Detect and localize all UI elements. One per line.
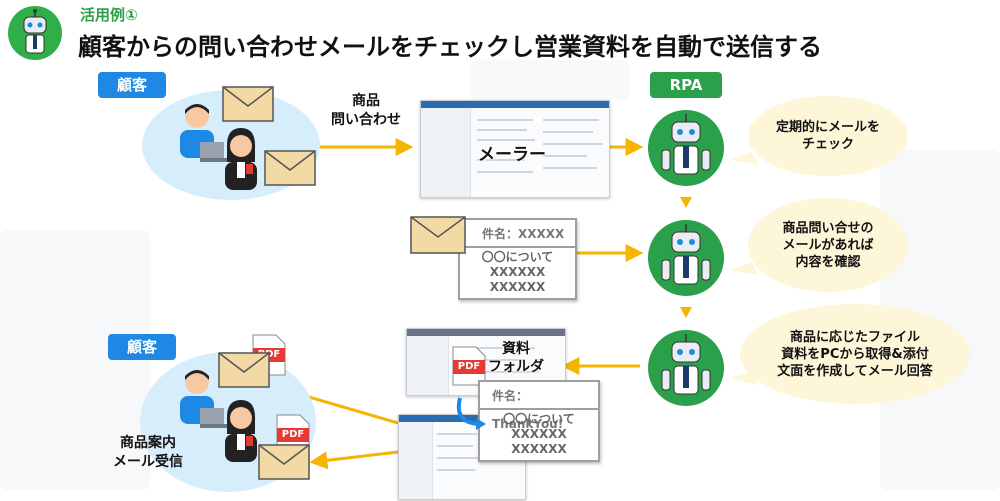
pdf-file-icon: PDF [452, 346, 486, 386]
person-woman-icon [216, 398, 266, 464]
customer-tag-bottom: 顧客 [108, 334, 176, 360]
laptop-icon [200, 142, 228, 162]
attach-arrow-icon [456, 397, 486, 430]
inquiry-mail-card: 件名：XXXXX 〇〇について XXXXXX XXXXXX [458, 218, 577, 300]
reply-mail-subject: 件名：ThankYou! [480, 382, 598, 431]
envelope-icon [218, 352, 270, 388]
background-panel-center [470, 60, 630, 100]
arrow-mailer-to-customer-2 [309, 450, 399, 470]
robot-icon [648, 220, 724, 296]
envelope-icon [264, 150, 316, 186]
page-subtitle: 活用例① [80, 6, 138, 24]
envelope-icon [410, 216, 466, 254]
rpa-tag: RPA [650, 72, 722, 98]
rpa-step-bubble-1: 定期的にメールを チェック [748, 96, 908, 176]
laptop-icon [200, 408, 228, 428]
arrow-down-1 [680, 197, 692, 208]
envelope-icon [222, 86, 274, 122]
reply-mail-line: 〇〇について [503, 412, 575, 426]
reply-mail-line: XXXXXX [511, 442, 567, 456]
mailer-window [420, 100, 610, 198]
rpa-step-bubble-3: 商品に応じたファイル 資料をPCから取得&添付 文面を作成してメール回答 [740, 304, 970, 404]
inquiry-mail-line: 〇〇について [481, 250, 554, 264]
customer-tag-top: 顧客 [98, 72, 166, 98]
robot-logo-icon [8, 6, 62, 60]
customer-receive-caption: 商品案内 メール受信 [113, 435, 183, 470]
inquiry-mail-line: XXXXXX [489, 265, 546, 279]
mailer-label: メーラー [478, 145, 546, 165]
page-title: 顧客からの問い合わせメールをチェックし営業資料を自動で送信する [78, 33, 822, 61]
envelope-icon [258, 444, 310, 480]
inquiry-arrow-label: 商品 問い合わせ [331, 93, 401, 128]
arrow-down-2 [680, 307, 692, 318]
inquiry-mail-line: XXXXXX [489, 280, 546, 294]
person-man-icon [172, 100, 222, 160]
inquiry-mail-subject: 件名：XXXXX [460, 220, 575, 248]
rpa-step-bubble-2: 商品問い合せの メールがあれば 内容を確認 [748, 198, 908, 292]
background-panel-left [0, 230, 150, 490]
robot-icon [648, 110, 724, 186]
folder-label: 資料 フォルダ [488, 341, 544, 375]
robot-icon [648, 330, 724, 406]
reply-mail-line: XXXXXX [511, 427, 567, 441]
reply-mail-card: 件名：ThankYou! 〇〇について XXXXXX XXXXXX [478, 380, 600, 462]
person-woman-icon [216, 126, 266, 192]
